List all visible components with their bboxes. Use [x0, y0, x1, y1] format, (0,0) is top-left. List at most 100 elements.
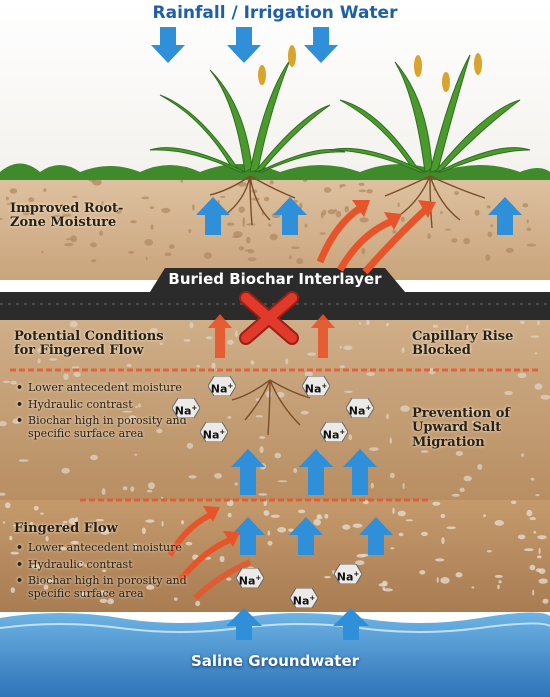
- pebble: [435, 558, 445, 562]
- pebble: [397, 202, 400, 208]
- ion-symbol: Na: [202, 428, 220, 442]
- sodium-ion: Na+: [200, 422, 228, 442]
- pebble: [324, 575, 331, 579]
- pebble: [398, 532, 404, 537]
- pebble: [68, 517, 77, 525]
- pebble: [366, 372, 375, 376]
- pebble: [195, 600, 201, 607]
- capillary-arrow: [343, 449, 377, 495]
- pebble: [277, 527, 287, 533]
- ion-symbol: Na: [336, 570, 354, 584]
- pebble: [436, 441, 440, 447]
- pebble: [319, 232, 326, 235]
- pebble: [486, 550, 492, 553]
- pebble: [244, 249, 251, 252]
- pebble: [70, 235, 78, 243]
- pebble: [304, 223, 308, 228]
- pebble: [69, 321, 78, 328]
- pebble: [389, 472, 395, 479]
- pebble: [335, 211, 342, 218]
- pebble: [369, 447, 379, 451]
- flow-arrow: [223, 531, 240, 547]
- pebble: [523, 548, 534, 552]
- pebble: [90, 259, 97, 263]
- flow-arrow: [208, 314, 232, 358]
- pebble: [52, 214, 61, 218]
- pebble: [234, 482, 238, 486]
- list-item: Hydraulic contrast: [14, 558, 199, 572]
- pebble: [63, 373, 69, 381]
- flow-arrow: [418, 200, 436, 218]
- pebble: [101, 201, 104, 206]
- pebble: [296, 258, 304, 265]
- pebble: [220, 195, 226, 198]
- pebble: [270, 514, 280, 518]
- pebble: [145, 519, 155, 523]
- pebble: [441, 537, 445, 545]
- pebble: [538, 578, 548, 584]
- pebble: [203, 252, 212, 259]
- list-item: Biochar high in porosity and specific su…: [14, 414, 199, 440]
- pebble: [265, 390, 272, 398]
- pebble: [181, 520, 184, 525]
- pebble: [289, 255, 292, 260]
- pebble: [159, 342, 163, 346]
- flow-arrow: [192, 559, 252, 601]
- pebble: [440, 211, 443, 215]
- flow-arrow: [203, 506, 220, 522]
- ion-charge: +: [339, 428, 346, 436]
- pebble: [62, 520, 68, 524]
- capillary-arrow: [359, 517, 393, 555]
- pebble: [463, 237, 470, 245]
- pebble: [145, 256, 148, 261]
- flow-arrow: [352, 200, 370, 217]
- pebble: [482, 426, 487, 432]
- pebble: [339, 184, 343, 189]
- flow-arrow: [311, 314, 335, 358]
- pebble: [25, 204, 31, 212]
- ion-charge: +: [353, 570, 360, 578]
- pebble: [231, 235, 240, 239]
- pebble: [141, 527, 146, 535]
- pebble: [226, 577, 232, 581]
- pebble: [320, 211, 324, 219]
- pebble: [122, 486, 128, 491]
- list-item: Hydraulic contrast: [14, 398, 199, 412]
- flow-arrow: [336, 218, 392, 272]
- pebble: [114, 208, 123, 214]
- pebble: [247, 257, 257, 262]
- pebble: [41, 250, 44, 254]
- pebble: [454, 191, 459, 195]
- pebble: [101, 488, 106, 495]
- pebble: [300, 410, 309, 415]
- pebble: [144, 239, 154, 246]
- pebble: [141, 196, 150, 200]
- pebble: [9, 188, 18, 194]
- pebble: [530, 335, 540, 338]
- pebble: [494, 520, 504, 526]
- plants: [0, 45, 550, 180]
- pebble: [227, 339, 234, 345]
- pebble: [316, 514, 322, 518]
- pebble: [188, 228, 192, 234]
- pebble: [245, 236, 251, 244]
- pebble: [378, 583, 388, 587]
- pebble: [0, 421, 7, 427]
- pebble: [536, 555, 542, 559]
- pebble: [259, 446, 264, 454]
- ion-symbol: Na: [292, 594, 310, 608]
- pebble: [267, 530, 271, 536]
- pebble: [61, 467, 70, 474]
- pebble: [455, 425, 458, 431]
- pebble: [99, 230, 103, 236]
- pebble: [432, 324, 439, 328]
- pebble: [130, 220, 137, 224]
- pebble: [95, 518, 104, 522]
- pebble: [327, 209, 336, 215]
- pebble: [186, 442, 194, 449]
- pebble: [5, 502, 11, 509]
- pebble: [313, 519, 322, 526]
- pebble: [466, 324, 469, 331]
- root-zone-label: Improved Root-Zone Moisture: [10, 201, 124, 231]
- pebble: [160, 496, 164, 499]
